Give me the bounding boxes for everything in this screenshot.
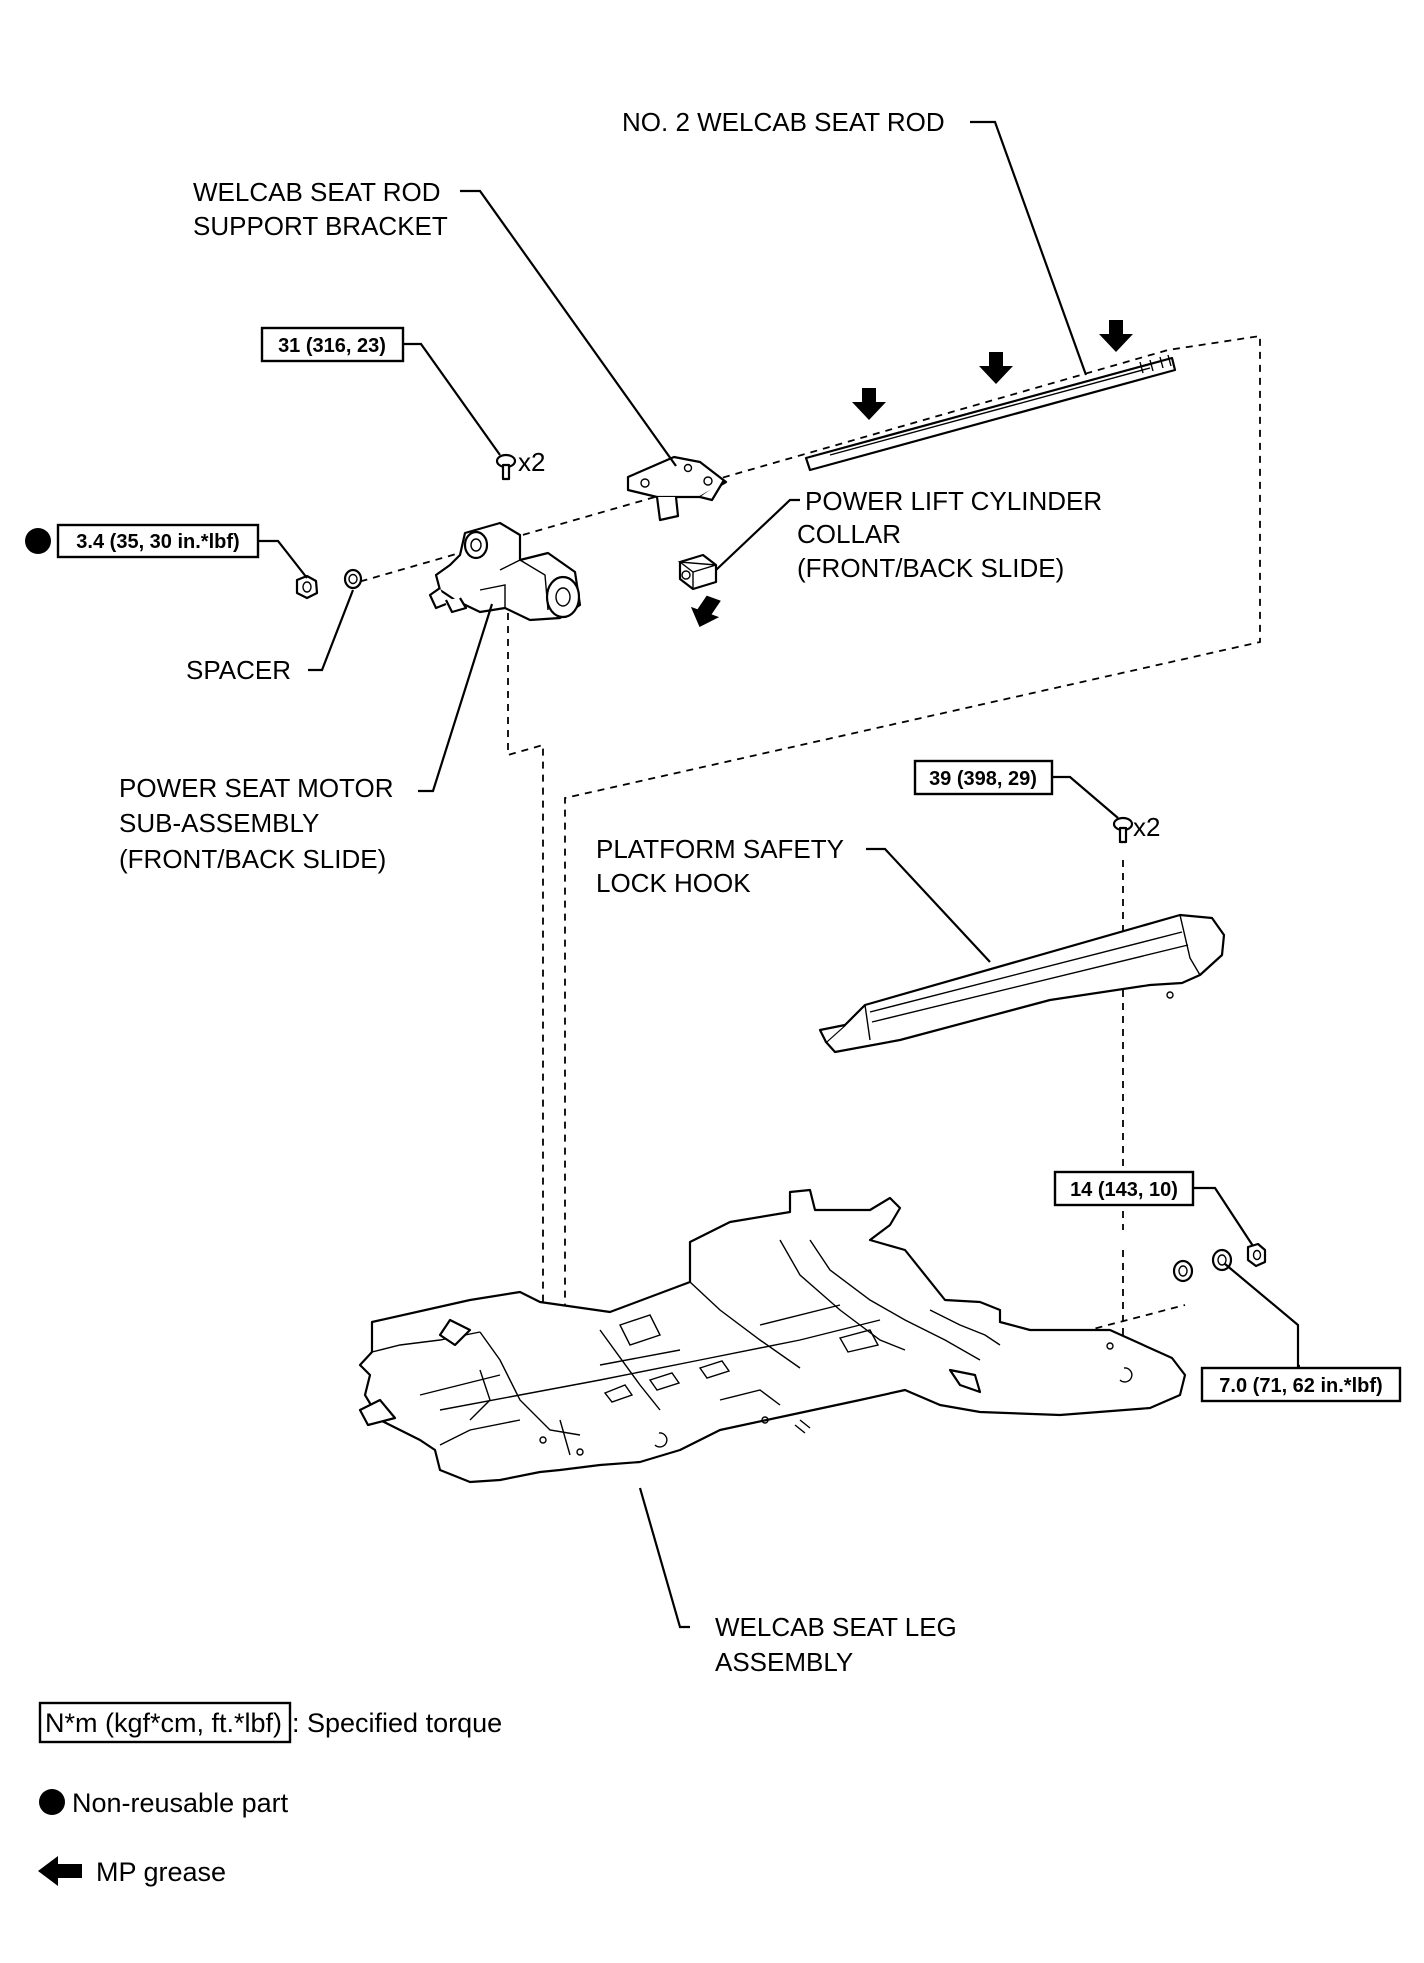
- label-motor-line1: POWER SEAT MOTOR: [119, 773, 393, 803]
- legend: N*m (kgf*cm, ft.*lbf) : Specified torque…: [38, 1701, 502, 1887]
- label-motor-line2: SUB-ASSEMBLY: [119, 808, 319, 838]
- grease-arrow-icon: [852, 388, 886, 420]
- label-no2-welcab-seat-rod: NO. 2 WELCAB SEAT ROD: [622, 107, 945, 137]
- bolt-hook: [1112, 816, 1134, 844]
- torque-box-nut-right-lower: [1200, 1366, 1402, 1403]
- legend-torque-desc: : Specified torque: [292, 1708, 502, 1738]
- torque-bolt-hook: 39 (398, 29): [929, 768, 1037, 790]
- power-seat-motor-sub-assembly: [428, 521, 582, 622]
- torque-box-bolt-upper: [260, 326, 405, 363]
- grease-arrow-icon: [1099, 320, 1133, 352]
- bolt-upper: [495, 453, 517, 481]
- torque-nut-left: 3.4 (35, 30 in.*lbf): [76, 531, 239, 553]
- legend-torque-box: [38, 1701, 292, 1744]
- label-support-bracket-line1: WELCAB SEAT ROD: [193, 177, 441, 207]
- torque-nut-right: 14 (143, 10): [1070, 1179, 1178, 1201]
- label-collar-line2: COLLAR: [797, 519, 901, 549]
- torque-box-bolt-hook: [913, 759, 1054, 796]
- legend-non-reusable: Non-reusable part: [72, 1788, 289, 1818]
- legend-grease: MP grease: [96, 1857, 226, 1887]
- nut-right: [1246, 1242, 1267, 1268]
- label-motor-line3: (FRONT/BACK SLIDE): [119, 844, 386, 874]
- label-collar-line1: POWER LIFT CYLINDER: [805, 486, 1102, 516]
- filled-circle-icon: [39, 1789, 65, 1815]
- grease-arrow-icon: [979, 352, 1013, 384]
- grease-arrow-icon: [690, 595, 721, 628]
- arrow-icon: [38, 1856, 82, 1886]
- platform-safety-lock-hook: [818, 913, 1226, 1054]
- torque-box-nut-left: [56, 523, 260, 559]
- label-spacer: SPACER: [186, 655, 291, 685]
- torque-bolt-upper: 31 (316, 23): [278, 335, 386, 357]
- bolt-hook-quantity: x2: [1133, 812, 1160, 842]
- label-collar-line3: (FRONT/BACK SLIDE): [797, 553, 1064, 583]
- leader-lines: [258, 120, 1300, 1629]
- label-support-bracket-line2: SUPPORT BRACKET: [193, 211, 448, 241]
- legend-torque-units: N*m (kgf*cm, ft.*lbf): [45, 1708, 282, 1738]
- torque-box-nut-right: [1053, 1170, 1195, 1207]
- power-lift-cylinder-collar: [677, 553, 718, 591]
- collar-right: [1172, 1259, 1194, 1283]
- label-lock-hook-line2: LOCK HOOK: [596, 868, 751, 898]
- label-lock-hook-line1: PLATFORM SAFETY: [596, 834, 844, 864]
- non-reusable-icon: [25, 528, 51, 554]
- welcab-seat-rod-support-bracket: [626, 455, 728, 522]
- welcab-seat-rod: [804, 354, 1177, 472]
- bolt-upper-quantity: x2: [518, 447, 545, 477]
- spacer: [343, 568, 363, 590]
- label-seat-leg-line1: WELCAB SEAT LEG: [715, 1612, 957, 1642]
- nut-left: [295, 574, 319, 600]
- welcab-seat-leg-assembly: [358, 1188, 1187, 1484]
- label-seat-leg-line2: ASSEMBLY: [715, 1647, 853, 1677]
- torque-nut-right-lower: 7.0 (71, 62 in.*lbf): [1219, 1375, 1382, 1397]
